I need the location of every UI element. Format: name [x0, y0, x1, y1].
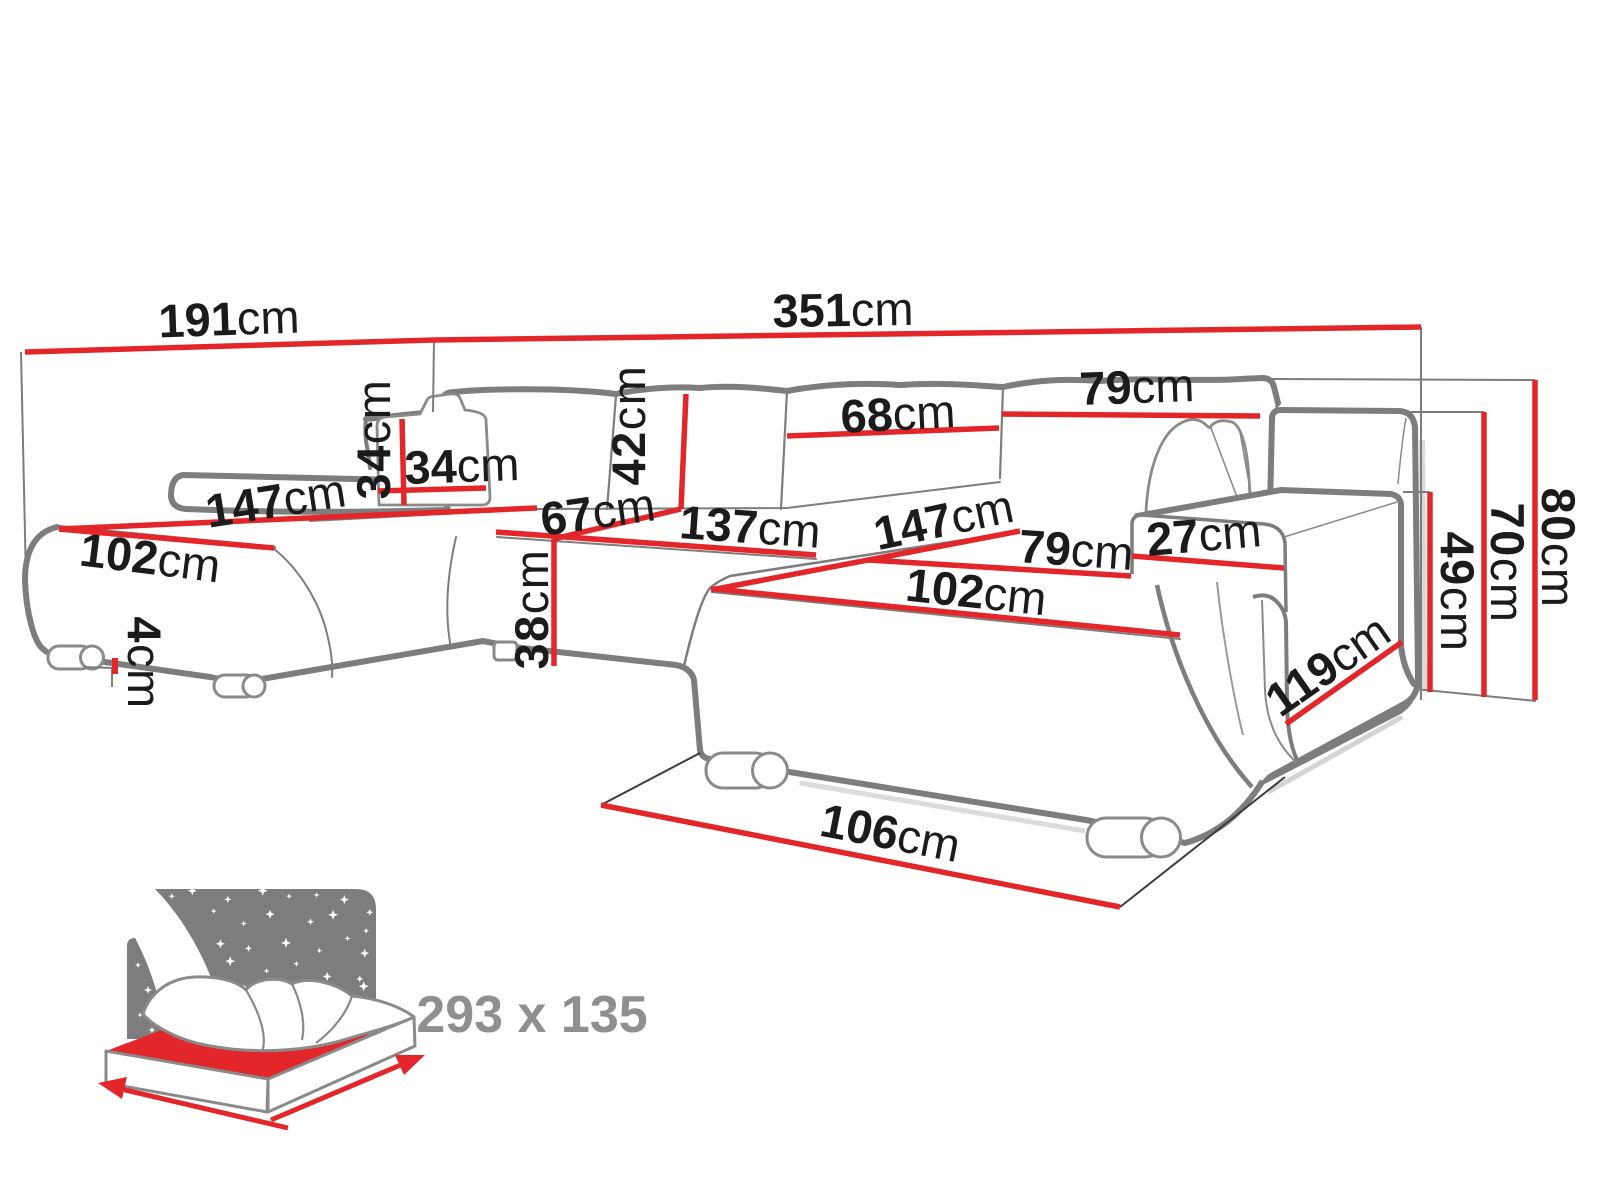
- svg-text:191cm: 191cm: [157, 290, 300, 348]
- svg-text:42cm: 42cm: [602, 365, 655, 486]
- svg-text:79cm: 79cm: [1017, 519, 1135, 580]
- svg-text:70cm: 70cm: [1481, 503, 1534, 624]
- svg-text:68cm: 68cm: [839, 384, 957, 443]
- svg-text:49cm: 49cm: [1431, 532, 1484, 653]
- svg-text:34cm: 34cm: [347, 379, 400, 500]
- svg-text:137cm: 137cm: [678, 495, 822, 558]
- svg-text:80cm: 80cm: [1532, 488, 1585, 609]
- svg-text:38cm: 38cm: [505, 549, 558, 670]
- svg-text:102cm: 102cm: [903, 558, 1049, 625]
- svg-text:34cm: 34cm: [404, 437, 521, 494]
- svg-text:293 x 135: 293 x 135: [416, 986, 647, 1044]
- svg-text:351cm: 351cm: [772, 282, 914, 337]
- svg-text:4cm: 4cm: [118, 616, 171, 709]
- svg-text:27cm: 27cm: [1144, 503, 1263, 566]
- svg-text:79cm: 79cm: [1079, 358, 1196, 415]
